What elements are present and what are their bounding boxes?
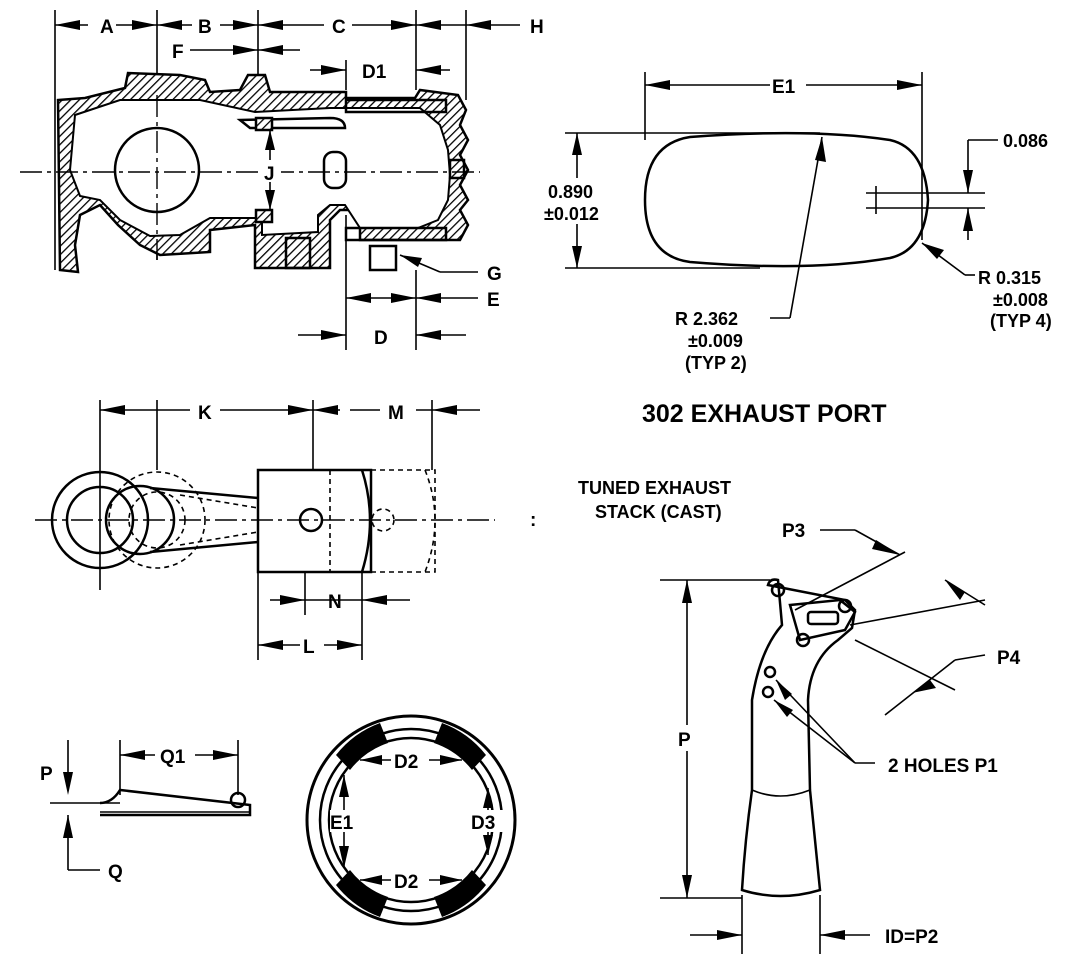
stack-title-line2: STACK (CAST) [595, 502, 722, 522]
dim-p4-label: P4 [997, 648, 1021, 669]
holes-note: 2 HOLES P1 [888, 756, 998, 777]
dim-m-label: M [388, 403, 404, 424]
large-radius-value: R 2.362 [675, 309, 738, 329]
port-height-tolerance: ±0.012 [544, 204, 599, 224]
bore-view: D2 E1 D3 D2 [305, 714, 517, 926]
dim-h-label: H [530, 17, 544, 38]
exhaust-port-view: E1 0.890 ±0.012 0.086 R 0.315 ±0.008 (TY… [540, 72, 1052, 428]
dim-d3-label: D3 [471, 813, 495, 834]
dim-q1-label: Q1 [160, 747, 186, 768]
dim-p3-label: P3 [782, 521, 805, 542]
dim-p-stack-label: P [678, 730, 691, 751]
exhaust-port-title: 302 EXHAUST PORT [642, 400, 887, 428]
id-p2-label: ID=P2 [885, 927, 938, 948]
dim-086-label: 0.086 [1003, 131, 1048, 151]
dim-d2-top-label: D2 [394, 752, 418, 773]
dim-a-label: A [100, 17, 114, 38]
port-height-value: 0.890 [548, 182, 593, 202]
dim-p-label-ring: P [40, 764, 53, 785]
dim-j-label: J [264, 164, 275, 185]
stack-title-line1: TUNED EXHAUST [578, 478, 731, 498]
dim-d1-label: D1 [362, 62, 387, 83]
dim-f-label: F [172, 42, 184, 63]
small-radius-note: (TYP 4) [990, 311, 1052, 331]
dim-b-label: B [198, 17, 212, 38]
small-radius-tolerance: ±0.008 [993, 290, 1048, 310]
dim-d-label: D [374, 328, 388, 349]
dim-e1-bore-label: E1 [330, 813, 354, 834]
dim-l-label: L [303, 637, 315, 658]
dim-q-label: Q [108, 862, 123, 883]
small-radius-value: R 0.315 [978, 268, 1041, 288]
dim-g-label: G [487, 264, 502, 285]
dim-k-label: K [198, 403, 212, 424]
dim-d2-bottom-label: D2 [394, 872, 418, 893]
large-radius-tolerance: ±0.009 [688, 331, 743, 351]
large-radius-note: (TYP 2) [685, 353, 747, 373]
marker-colon: : [530, 510, 536, 531]
cylinder-section-view: A B C H F D1 [20, 10, 544, 350]
dim-e1-label: E1 [772, 77, 796, 98]
dim-n-label: N [328, 592, 342, 613]
ring-view: Q1 P Q [40, 740, 252, 883]
dim-e-label: E [487, 290, 500, 311]
dim-c-label: C [332, 17, 346, 38]
exhaust-stack-view: TUNED EXHAUST STACK (CAST) P3 P4 [578, 478, 1021, 954]
rod-piston-view: K M : N L [35, 400, 536, 660]
